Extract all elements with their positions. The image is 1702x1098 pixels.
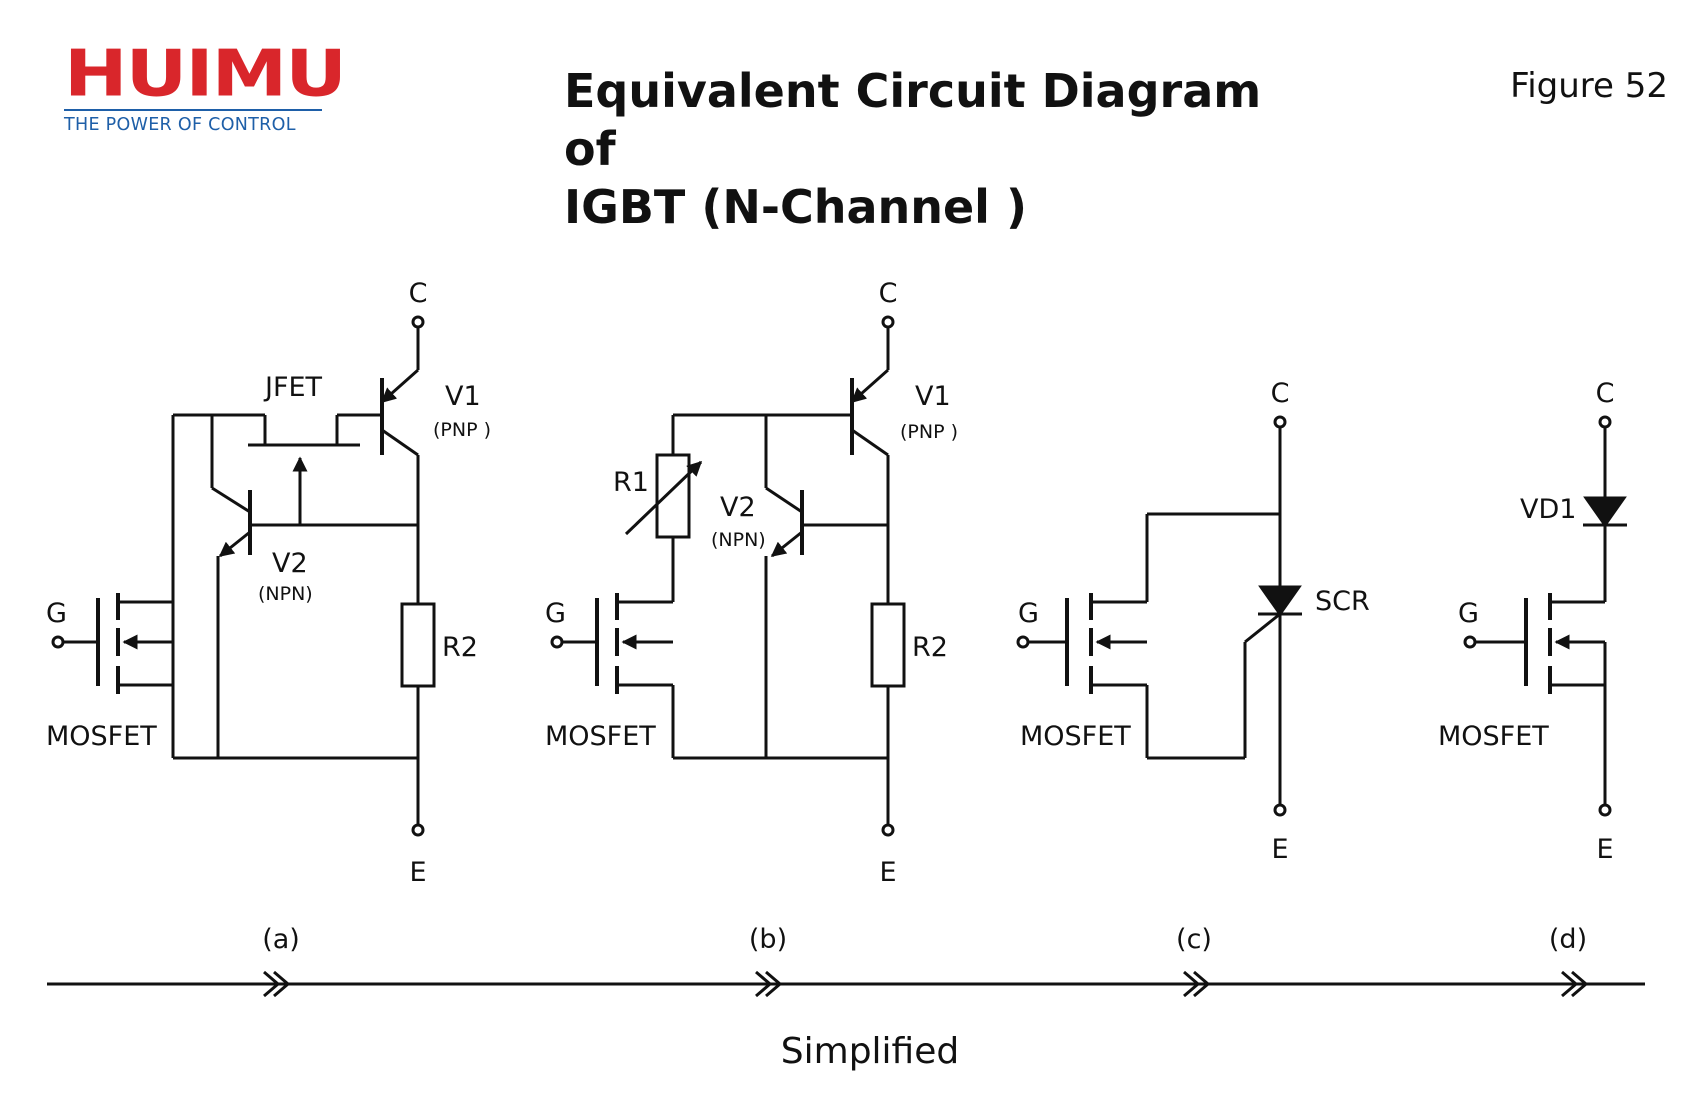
- circuit-b: [550, 315, 906, 837]
- emitter-terminal-a: [411, 823, 425, 837]
- circuit-d-labels: C E G VD1 MOSFET: [1438, 378, 1614, 865]
- mosfet-label-a: MOSFET: [46, 721, 157, 752]
- v2-label-a: V2: [272, 548, 308, 579]
- emitter-label-a: E: [409, 857, 426, 888]
- v1-label-a: V1: [445, 381, 481, 412]
- scr-symbol: [1258, 585, 1302, 617]
- title-line-2: IGBT (N-Channel ): [564, 180, 1027, 234]
- gate-label-c: G: [1018, 598, 1039, 629]
- v1-label-b: V1: [915, 381, 951, 412]
- logo-tagline: THE POWER OF CONTROL: [64, 115, 296, 135]
- jfet-label: JFET: [263, 372, 323, 403]
- v1-type-a: (PNP ): [433, 419, 491, 441]
- collector-terminal-d: [1598, 415, 1612, 429]
- r1-label: R1: [613, 467, 649, 498]
- gate-terminal-c: [1016, 635, 1030, 649]
- r2-label-b: R2: [912, 632, 948, 663]
- gate-label-b: G: [545, 598, 566, 629]
- collector-label-b: C: [879, 278, 898, 309]
- vd1-label: VD1: [1520, 494, 1576, 525]
- emitter-label-c: E: [1271, 834, 1288, 865]
- circuit-b-labels: C E G V1 (PNP ) R1 V2 (NPN) R2 MOSFET: [545, 278, 958, 888]
- emitter-label-d: E: [1596, 834, 1613, 865]
- page-title: Equivalent Circuit Diagram of IGBT (N-Ch…: [564, 62, 1324, 236]
- circuit-d: [1463, 415, 1627, 817]
- mosfet-label-d: MOSFET: [1438, 721, 1549, 752]
- simplified-label: Simplified: [781, 1031, 959, 1072]
- caption-c: (c): [1176, 924, 1212, 955]
- circuit-a-labels: C E G JFET V1 (PNP ) V2 (NPN) R2 MOSFET: [46, 278, 491, 888]
- caption-a: (a): [262, 924, 300, 955]
- scr-label: SCR: [1315, 586, 1370, 617]
- emitter-terminal-b: [881, 823, 895, 837]
- collector-label-a: C: [409, 278, 428, 309]
- caption-b: (b): [749, 924, 787, 955]
- v1-type-b: (PNP ): [900, 421, 958, 443]
- collector-terminal-c: [1273, 415, 1287, 429]
- collector-label-c: C: [1271, 378, 1290, 409]
- diode-symbol: [1583, 496, 1627, 528]
- logo-wordmark: HUIMU: [64, 35, 347, 111]
- emitter-label-b: E: [879, 857, 896, 888]
- v2-label-b: V2: [720, 492, 756, 523]
- v2-type-a: (NPN): [258, 583, 313, 605]
- mosfet-label-b: MOSFET: [545, 721, 656, 752]
- collector-terminal-a: [411, 315, 425, 329]
- mosfet-label-c: MOSFET: [1020, 721, 1131, 752]
- emitter-terminal-d: [1598, 803, 1612, 817]
- r2-label-a: R2: [442, 632, 478, 663]
- title-line-1: Equivalent Circuit Diagram of: [564, 64, 1262, 176]
- caption-d: (d): [1549, 924, 1587, 955]
- circuit-c-labels: C E G SCR MOSFET: [1018, 378, 1370, 865]
- collector-terminal-b: [881, 315, 895, 329]
- gate-terminal-a: [51, 635, 65, 649]
- gate-label-a: G: [46, 598, 67, 629]
- v2-type-b: (NPN): [711, 529, 766, 551]
- figure-number: Figure 52: [1510, 66, 1668, 106]
- gate-terminal-d: [1463, 635, 1477, 649]
- gate-terminal-b: [550, 635, 564, 649]
- captions: (a) (b) (c) (d): [262, 924, 1587, 955]
- huimu-logo: HUIMU THE POWER OF CONTROL: [64, 35, 347, 135]
- circuit-a: [51, 315, 436, 837]
- emitter-terminal-c: [1273, 803, 1287, 817]
- logo-rule: [64, 109, 322, 111]
- simplification-arrow: [47, 970, 1645, 998]
- collector-label-d: C: [1596, 378, 1615, 409]
- circuit-c: [1016, 415, 1302, 817]
- gate-label-d: G: [1458, 598, 1479, 629]
